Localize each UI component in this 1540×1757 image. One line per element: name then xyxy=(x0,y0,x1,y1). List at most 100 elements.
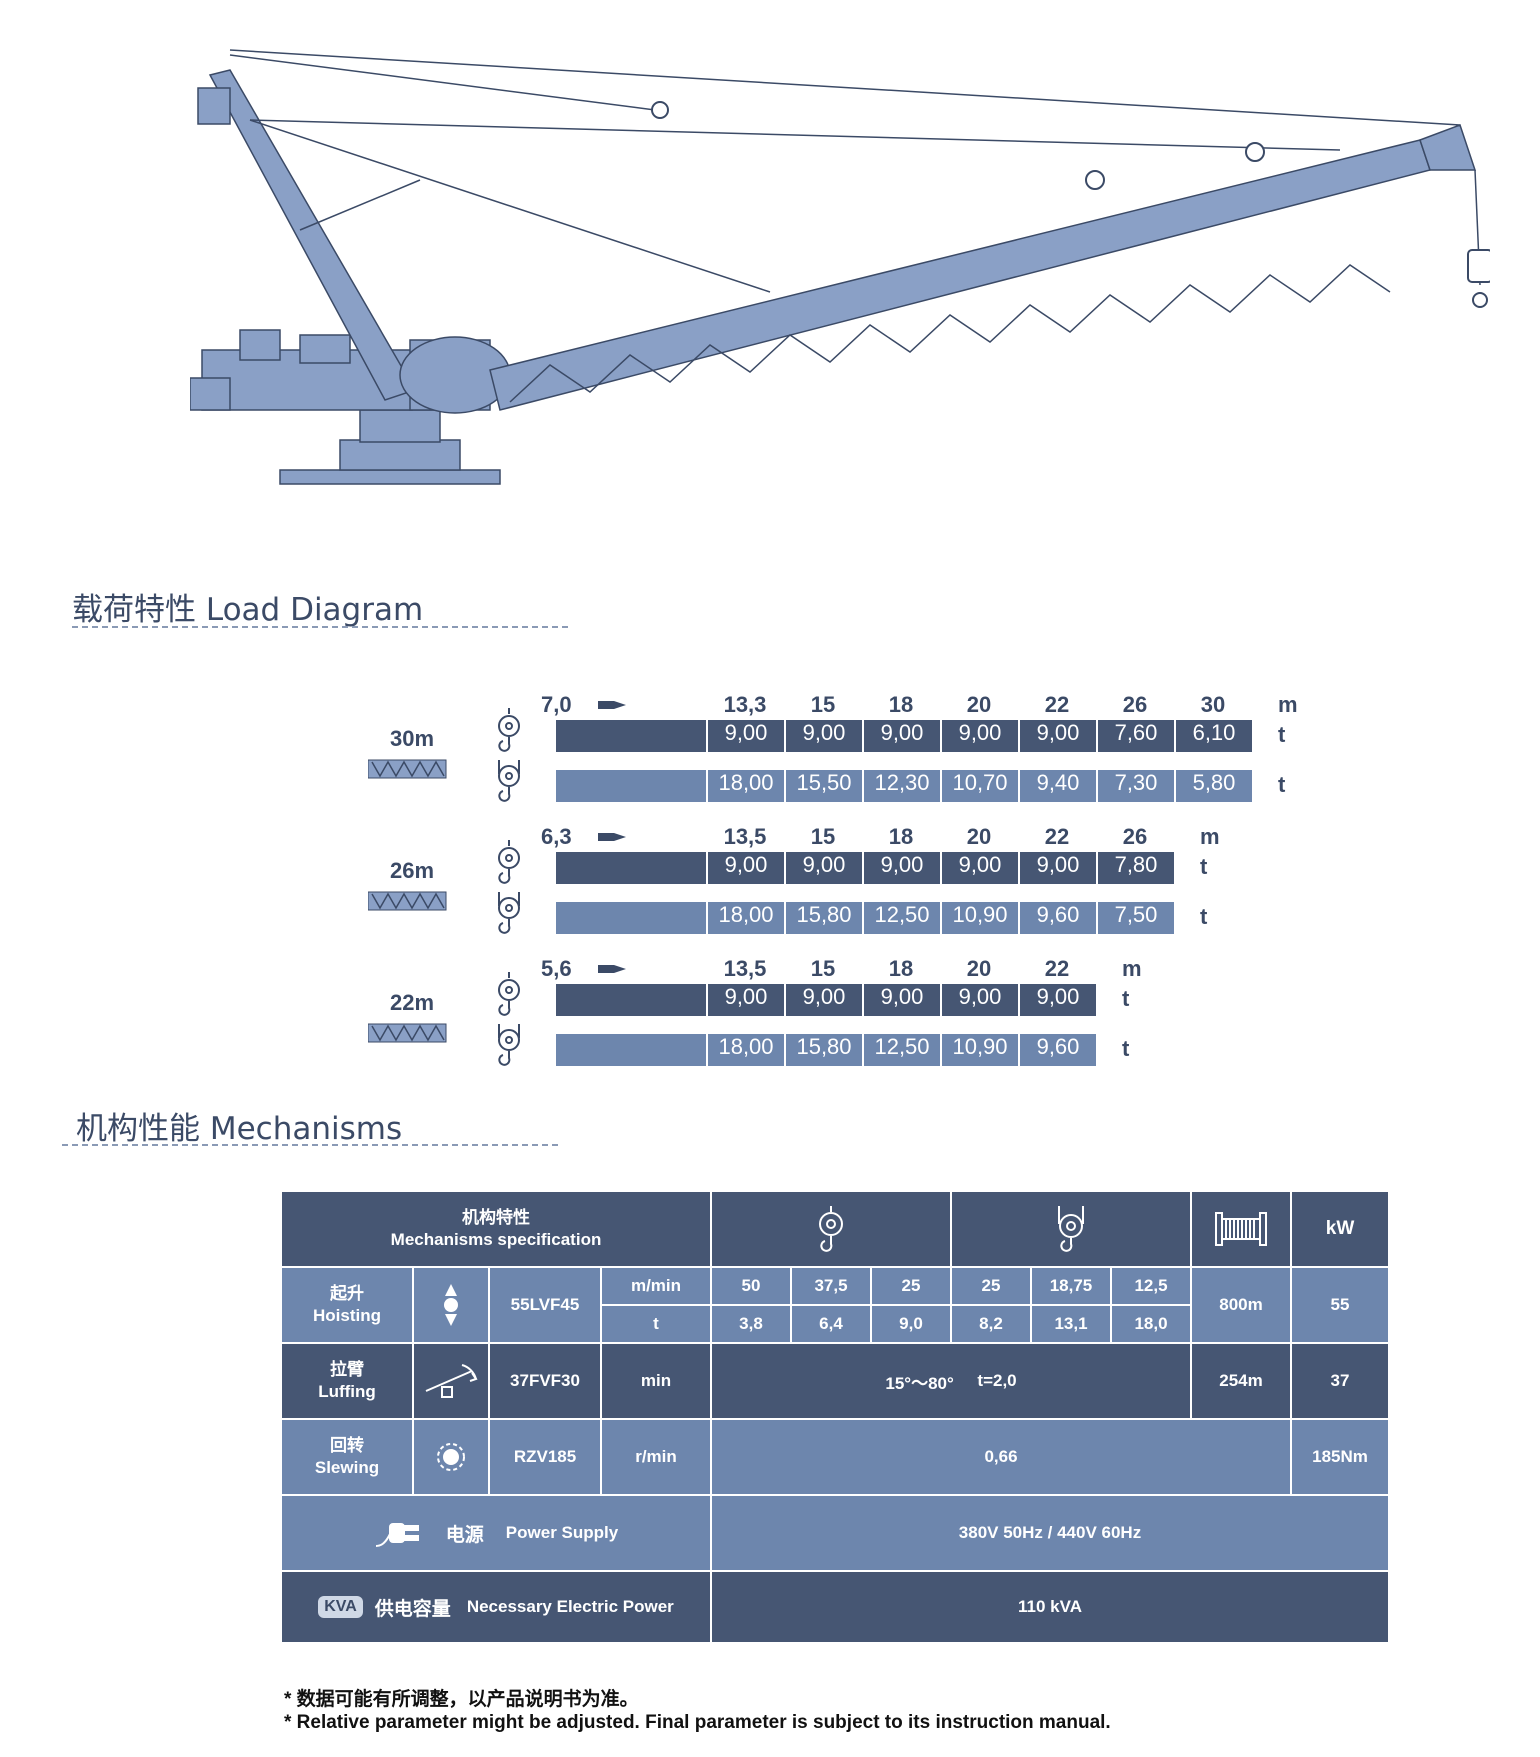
hoisting-load-value: 9,0 xyxy=(872,1306,952,1344)
load-value: 12,30 xyxy=(862,770,940,802)
power-plug-icon xyxy=(375,1523,419,1547)
slewing-torque: 185Nm xyxy=(1292,1420,1390,1496)
load-value: 9,60 xyxy=(1018,1034,1096,1066)
double-hook-icon xyxy=(1058,1206,1084,1252)
note-cn: * 数据可能有所调整，以产品说明书为准。 xyxy=(284,1689,639,1710)
radius-label: 13,3 xyxy=(723,692,767,717)
hoisting-unit-load: t xyxy=(602,1306,712,1344)
luffing-model: 37FVF30 xyxy=(490,1344,602,1420)
min-radius-label: 6,3 xyxy=(541,824,572,849)
radius-label: 13,5 xyxy=(723,824,767,849)
mechanisms-table: 机构特性 Mechanisms specification kW 起升 Hois… xyxy=(282,1192,1390,1644)
radius-label: 26 xyxy=(1122,692,1148,717)
radius-label: 22 xyxy=(1044,692,1070,717)
slewing-label: 回转 Slewing xyxy=(282,1420,414,1496)
load-value: 9,00 xyxy=(862,720,940,752)
load-value: 10,70 xyxy=(940,770,1018,802)
hoisting-speed-value: 18,75 xyxy=(1032,1268,1112,1306)
load-value: 9,40 xyxy=(1018,770,1096,802)
load-value: 18,00 xyxy=(706,1034,784,1066)
load-value: 5,80 xyxy=(1174,770,1252,802)
double-hook-header xyxy=(952,1192,1192,1268)
boom-section-icon xyxy=(368,891,447,911)
load-value: 9,00 xyxy=(940,720,1018,752)
rope-drum-icon xyxy=(1215,1212,1267,1246)
rope-drum-header xyxy=(1192,1192,1292,1268)
power-supply-label: 电源 Power Supply xyxy=(282,1496,712,1572)
crane-illustration xyxy=(190,49,1490,485)
luffing-unit: min xyxy=(602,1344,712,1420)
radius-label: 15 xyxy=(810,692,836,717)
radius-label: 20 xyxy=(966,956,992,981)
boom-length-label: 26m xyxy=(390,858,435,883)
load-value: 15,50 xyxy=(784,770,862,802)
radius-label: 20 xyxy=(966,692,992,717)
radius-unit: m xyxy=(1122,956,1142,981)
load-value: 9,00 xyxy=(862,984,940,1016)
radius-label: 22 xyxy=(1044,824,1070,849)
hoisting-speed-value: 50 xyxy=(712,1268,792,1306)
radius-label: 18 xyxy=(888,824,914,849)
electric-power-label: KVA 供电容量 Necessary Electric Power xyxy=(282,1572,712,1644)
load-value: 9,60 xyxy=(1018,902,1096,934)
hoisting-rope: 800m xyxy=(1192,1268,1292,1344)
hoisting-speed-value: 25 xyxy=(952,1268,1032,1306)
load-unit: t xyxy=(1122,1036,1130,1061)
min-radius-label: 5,6 xyxy=(541,956,572,981)
load-value: 18,00 xyxy=(706,902,784,934)
load-value: 9,00 xyxy=(1018,720,1096,752)
arrow-icon xyxy=(598,965,626,973)
load-value: 9,00 xyxy=(940,984,1018,1016)
radius-label: 18 xyxy=(888,956,914,981)
load-value: 10,90 xyxy=(940,1034,1018,1066)
load-unit: t xyxy=(1278,722,1286,747)
hoisting-load-value: 3,8 xyxy=(712,1306,792,1344)
luffing-values: 15°～80° t=2,0 xyxy=(712,1344,1192,1420)
hoisting-model: 55LVF45 xyxy=(490,1268,602,1344)
hoisting-icon-cell xyxy=(414,1268,490,1344)
load-value: 9,00 xyxy=(940,852,1018,884)
slewing-unit: r/min xyxy=(602,1420,712,1496)
hoisting-speed-value: 37,5 xyxy=(792,1268,872,1306)
load-value: 7,60 xyxy=(1096,720,1174,752)
luffing-power: 37 xyxy=(1292,1344,1390,1420)
load-value: 12,50 xyxy=(862,902,940,934)
single-hook-header xyxy=(712,1192,952,1268)
radius-label: 15 xyxy=(810,956,836,981)
single-hook-icon xyxy=(498,840,520,884)
mechanisms-title: 机构性能 Mechanisms xyxy=(76,1111,403,1147)
hoisting-load-value: 18,0 xyxy=(1112,1306,1192,1344)
hoisting-speed-value: 25 xyxy=(872,1268,952,1306)
radius-label: 18 xyxy=(888,692,914,717)
boom-section-icon xyxy=(368,759,447,779)
hoist-arrow-icon xyxy=(444,1284,458,1326)
load-value: 9,00 xyxy=(784,984,862,1016)
load-value: 9,00 xyxy=(862,852,940,884)
hoisting-unit-speed: m/min xyxy=(602,1268,712,1306)
boom-length-label: 22m xyxy=(390,990,435,1015)
single-hook-icon xyxy=(819,1206,843,1252)
radius-label: 20 xyxy=(966,824,992,849)
kva-badge: KVA xyxy=(318,1596,363,1618)
arrow-icon xyxy=(598,701,626,709)
load-value: 18,00 xyxy=(706,770,784,802)
double-hook-icon xyxy=(498,1024,520,1066)
load-value: 10,90 xyxy=(940,902,1018,934)
load-value: 7,80 xyxy=(1096,852,1174,884)
load-value: 6,10 xyxy=(1174,720,1252,752)
load-value: 12,50 xyxy=(862,1034,940,1066)
radius-label: 22 xyxy=(1044,956,1070,981)
hoisting-load-value: 13,1 xyxy=(1032,1306,1112,1344)
mech-header: 机构特性 Mechanisms specification xyxy=(282,1192,712,1268)
load-value: 7,30 xyxy=(1096,770,1174,802)
load-value: 9,00 xyxy=(1018,984,1096,1016)
hoisting-label: 起升 Hoisting xyxy=(282,1268,414,1344)
hoisting-load-value: 8,2 xyxy=(952,1306,1032,1344)
slewing-model: RZV185 xyxy=(490,1420,602,1496)
load-unit: t xyxy=(1278,772,1286,797)
radius-label: 13,5 xyxy=(723,956,767,981)
load-value: 15,80 xyxy=(784,1034,862,1066)
